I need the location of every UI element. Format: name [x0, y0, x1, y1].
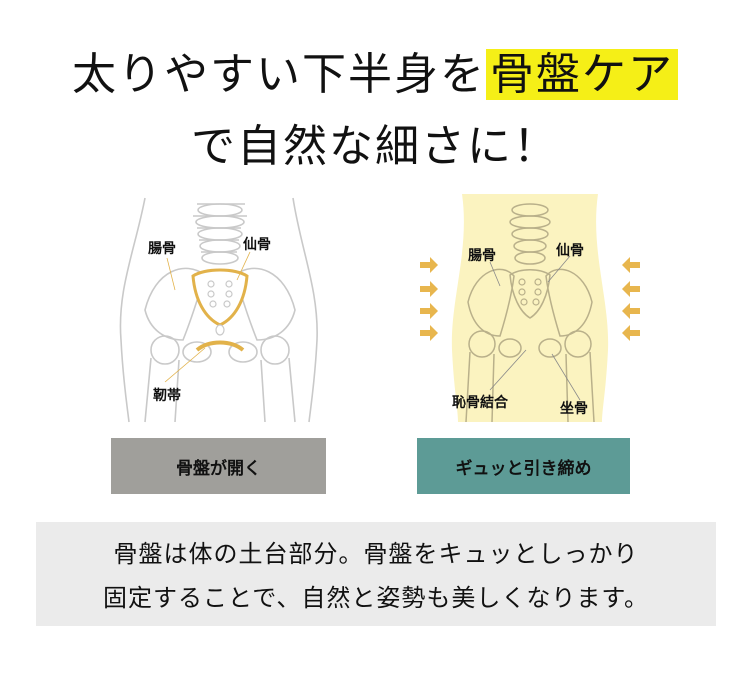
- pelvis-open-icon: [119, 197, 318, 423]
- caption-tighten: ギュッと引き締め: [417, 438, 630, 494]
- headline-line-2: で自然な細さに！: [191, 121, 559, 172]
- pelvis-tightened-icon: [420, 194, 640, 423]
- label-pubic-symphysis: 恥骨結合: [452, 395, 508, 411]
- label-sacrum: 仙骨: [556, 243, 584, 259]
- pelvis-illustration-open: 腸骨 仙骨 靭帯: [105, 190, 345, 425]
- description-line-2: 固定することで、自然と姿勢も美しくなります。: [103, 584, 649, 612]
- pelvis-illustration-tightened: 腸骨 仙骨 恥骨結合 坐骨: [410, 190, 650, 425]
- label-ligament: 靭帯: [153, 388, 181, 404]
- headline-line-1: 太りやすい下半身を骨盤ケア: [0, 38, 750, 102]
- headline-highlight: 骨盤ケア: [486, 49, 678, 100]
- headline-text: 太りやすい下半身を: [72, 49, 486, 100]
- description-line-1: 骨盤は体の土台部分。骨盤をキュッとしっかり: [113, 540, 639, 568]
- label-ilium: 腸骨: [148, 241, 176, 257]
- label-ilium: 腸骨: [468, 248, 496, 264]
- label-ischium: 坐骨: [560, 401, 588, 417]
- description-box: 骨盤は体の土台部分。骨盤をキュッとしっかり 固定することで、自然と姿勢も美しくな…: [36, 522, 716, 626]
- caption-pelvis-opens: 骨盤が開く: [111, 438, 326, 494]
- label-sacrum: 仙骨: [243, 237, 271, 253]
